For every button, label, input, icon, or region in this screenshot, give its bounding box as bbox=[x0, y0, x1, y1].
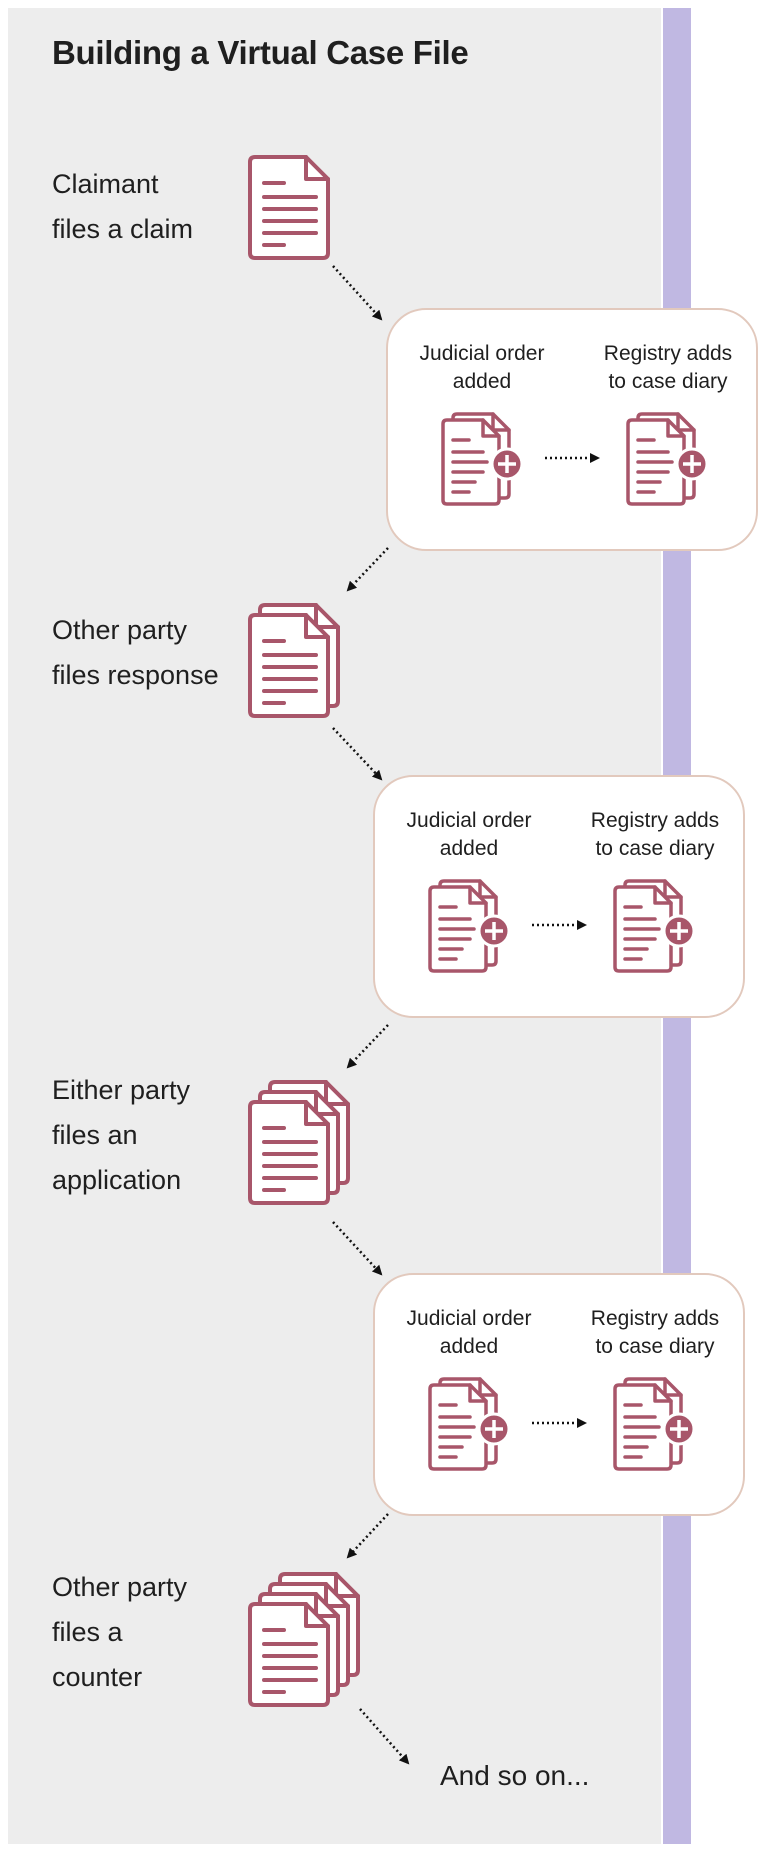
document-icon bbox=[248, 155, 330, 260]
dotted-arrow-icon bbox=[359, 1708, 410, 1765]
step-label-claim: Claimant files a claim bbox=[52, 169, 194, 244]
card-2-left-caption: Judicial order added bbox=[406, 809, 532, 860]
document-add-icon bbox=[626, 412, 709, 506]
document-stack-icon bbox=[248, 603, 340, 718]
step-label-application: Either party files an application bbox=[52, 1075, 191, 1195]
document-add-icon bbox=[428, 1377, 511, 1471]
card-3-left-caption: Judicial order added bbox=[406, 1307, 532, 1358]
step-label-response: Other party files response bbox=[52, 615, 219, 690]
document-add-icon bbox=[441, 412, 524, 506]
document-stack-icon bbox=[248, 1080, 350, 1205]
ending-text: And so on... bbox=[440, 1760, 590, 1791]
document-stack-icon bbox=[248, 1572, 360, 1707]
dotted-arrow-icon bbox=[332, 1221, 383, 1276]
dotted-arrow-icon bbox=[346, 547, 389, 592]
card-3-right-caption: Registry adds to case diary bbox=[590, 1307, 720, 1358]
card-1-left-caption: Judicial order added bbox=[419, 342, 545, 393]
dotted-arrow-icon bbox=[332, 265, 383, 321]
document-add-icon bbox=[613, 879, 696, 973]
dotted-arrow-icon bbox=[346, 1513, 389, 1559]
page-title: Building a Virtual Case File bbox=[52, 34, 469, 71]
flow-arrows bbox=[332, 265, 410, 1765]
card-1-right-caption: Registry adds to case diary bbox=[603, 342, 733, 393]
dotted-arrow-icon bbox=[346, 1024, 389, 1069]
document-add-icon bbox=[428, 879, 511, 973]
dotted-arrow-icon bbox=[332, 727, 383, 781]
step-label-counter: Other party files a counter bbox=[52, 1572, 188, 1692]
card-2-right-caption: Registry adds to case diary bbox=[590, 809, 720, 860]
document-add-icon bbox=[613, 1377, 696, 1471]
